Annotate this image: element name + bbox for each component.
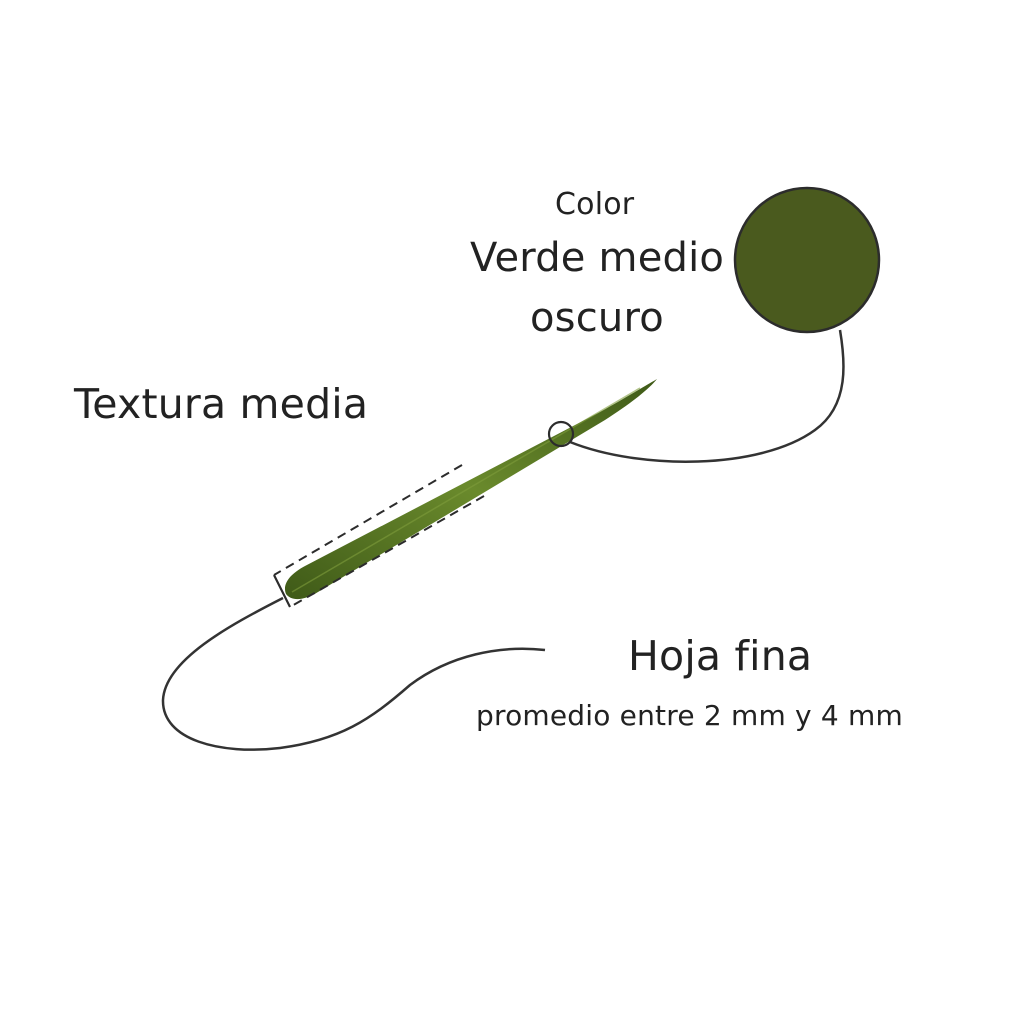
color-connector-line bbox=[569, 329, 845, 463]
texture-label: Textura media bbox=[74, 380, 369, 428]
leaf-width-subtitle: promedio entre 2 mm y 4 mm bbox=[476, 699, 903, 732]
color-name-line2: oscuro bbox=[530, 295, 664, 341]
leaf-image bbox=[284, 379, 657, 600]
color-name-line1: Verde medio bbox=[470, 235, 725, 281]
texture-highlight-box bbox=[273, 464, 485, 608]
color-sample-marker bbox=[547, 420, 575, 448]
width-connector-line bbox=[161, 596, 546, 751]
leaf-width-title: Hoja fina bbox=[628, 632, 813, 680]
leaf-midrib bbox=[291, 387, 641, 593]
color-swatch bbox=[733, 186, 881, 334]
color-heading: Color bbox=[555, 187, 635, 222]
